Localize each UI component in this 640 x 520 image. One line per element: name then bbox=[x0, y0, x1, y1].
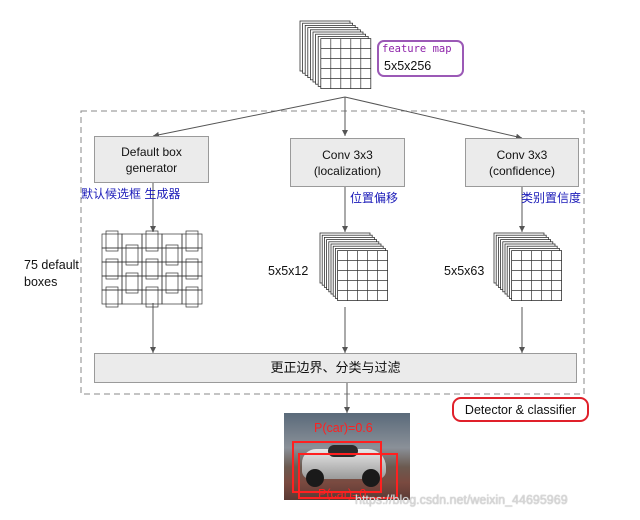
conv-localization-box: Conv 3x3 (localization) bbox=[290, 138, 405, 187]
default-box bbox=[105, 258, 119, 280]
default-box bbox=[101, 233, 123, 249]
default-box bbox=[141, 233, 163, 249]
default-box bbox=[145, 258, 159, 280]
detection-label-bottom: P(car)=0. bbox=[318, 487, 370, 500]
default-box bbox=[185, 230, 199, 252]
default-boxes-grid bbox=[101, 230, 203, 308]
default-box bbox=[161, 261, 183, 277]
default-box bbox=[101, 247, 123, 263]
localization-size-label: 5x5x12 bbox=[268, 264, 309, 278]
default-box bbox=[181, 275, 203, 291]
detection-box-inner bbox=[298, 453, 398, 499]
default-box bbox=[101, 289, 123, 305]
feature-map-stack bbox=[299, 20, 372, 89]
default-box bbox=[181, 261, 203, 277]
detector-container bbox=[80, 110, 585, 395]
car-wheel-right bbox=[362, 469, 380, 487]
default-box bbox=[141, 275, 163, 291]
confidence-stack bbox=[493, 232, 563, 302]
default-box bbox=[141, 261, 163, 277]
detector-label: Detector & classifier bbox=[464, 402, 577, 417]
feature-map-label: feature map bbox=[382, 43, 452, 55]
default-boxes-count-label: 75 default boxes bbox=[24, 258, 79, 289]
confidence-layer bbox=[511, 250, 563, 302]
localization-cn-label: 位置偏移 bbox=[350, 191, 399, 205]
watermark: https://blog.csdn.net/weixin_44695969 bbox=[355, 493, 568, 507]
default-box bbox=[141, 247, 163, 263]
feature-map-layer bbox=[320, 38, 372, 89]
confidence-size-label: 5x5x63 bbox=[444, 264, 485, 278]
default-box bbox=[101, 275, 123, 291]
localization-stack bbox=[319, 232, 389, 302]
detection-label-top: P(car)=0.6 bbox=[314, 421, 373, 435]
default-box bbox=[161, 289, 183, 305]
default-box bbox=[185, 286, 199, 308]
conv-confidence-box: Conv 3x3 (confidence) bbox=[465, 138, 579, 187]
default-box bbox=[125, 272, 139, 294]
default-box bbox=[165, 272, 179, 294]
default-box bbox=[121, 275, 143, 291]
default-box bbox=[105, 230, 119, 252]
default-box bbox=[125, 244, 139, 266]
default-box bbox=[161, 233, 183, 249]
default-box bbox=[181, 247, 203, 263]
default-box bbox=[121, 261, 143, 277]
default-box bbox=[105, 286, 119, 308]
detector-callout: Detector & classifier bbox=[452, 397, 589, 422]
car-wheel-left bbox=[306, 469, 324, 487]
default-box bbox=[161, 275, 183, 291]
default-box bbox=[145, 286, 159, 308]
default-box bbox=[141, 289, 163, 305]
default-box bbox=[101, 261, 123, 277]
detection-box-outer bbox=[292, 441, 382, 493]
default-box bbox=[121, 289, 143, 305]
default-box bbox=[121, 233, 143, 249]
arrow-to-confidence bbox=[344, 96, 523, 140]
detection-result-image: P(car)=0.6 P(car)=0. bbox=[284, 413, 410, 500]
default-box-generator: Default box generator bbox=[94, 136, 209, 183]
default-box bbox=[185, 258, 199, 280]
feature-map-size: 5x5x256 bbox=[384, 59, 432, 73]
default-box bbox=[145, 230, 159, 252]
default-box bbox=[181, 289, 203, 305]
arrow-to-default-box bbox=[152, 96, 346, 138]
default-box bbox=[121, 247, 143, 263]
default-box bbox=[161, 247, 183, 263]
default-box bbox=[165, 244, 179, 266]
merge-box: 更正边界、分类与过滤 bbox=[94, 353, 577, 383]
default-box bbox=[181, 233, 203, 249]
confidence-cn-label: 类别置信度 bbox=[521, 191, 582, 205]
localization-layer bbox=[337, 250, 389, 302]
feature-map-callout: feature map 5x5x256 bbox=[377, 40, 464, 77]
default-box-cn-label: 默认候选框 生成器 bbox=[81, 187, 181, 201]
